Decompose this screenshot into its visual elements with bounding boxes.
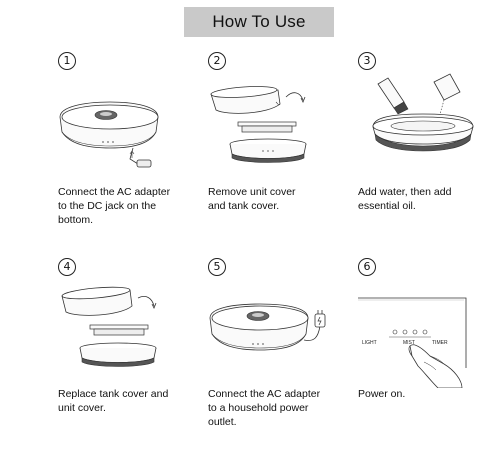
arrow-icon bbox=[285, 92, 306, 103]
timer-label: TIMER bbox=[432, 340, 448, 346]
step-1: 1 Connect the AC adapter to the DC jack … bbox=[58, 52, 218, 252]
wall-plug-icon bbox=[314, 310, 326, 328]
diffuser-plugged-icon bbox=[209, 303, 326, 351]
step-number: 3 bbox=[358, 52, 376, 70]
page-title-banner: How To Use bbox=[184, 7, 334, 37]
step-4: 4 Replace tank cover and unit cover. bbox=[58, 258, 218, 458]
arrow-icon bbox=[137, 296, 157, 309]
diffuser-disassembly-icon bbox=[210, 86, 307, 163]
step-description: Connect the AC adapter to the DC jack on… bbox=[58, 186, 171, 226]
page-title: How To Use bbox=[212, 12, 306, 31]
step-description: Power on. bbox=[358, 388, 406, 400]
step-3: 3 Add water, then add essential oil. bbox=[358, 52, 500, 252]
step-description: Connect the AC adapter to a household po… bbox=[208, 388, 321, 428]
oil-bottle-icon bbox=[377, 77, 409, 115]
step-number: 2 bbox=[208, 52, 226, 70]
step-number: 4 bbox=[58, 258, 76, 276]
step-5: 5 Connect the AC adapter to a household … bbox=[208, 258, 368, 458]
dc-plug-icon bbox=[129, 147, 152, 168]
step-6: 6 LIGHT MIST TIMER Power on. bbox=[358, 258, 500, 458]
control-panel-icon: LIGHT MIST TIMER bbox=[358, 297, 467, 388]
mist-label: MIST bbox=[403, 340, 415, 346]
diffuser-assembly-icon bbox=[61, 286, 157, 367]
diffuser-icon bbox=[59, 101, 159, 168]
finger-press-icon bbox=[408, 344, 463, 388]
step-number: 5 bbox=[208, 258, 226, 276]
step-description: Remove unit cover and tank cover. bbox=[208, 186, 296, 212]
step-2: 2 Remove unit cover and tank cover. bbox=[208, 52, 368, 252]
step-number: 6 bbox=[358, 258, 376, 276]
step-description: Add water, then add essential oil. bbox=[358, 186, 452, 212]
fill-water-icon bbox=[372, 73, 474, 152]
light-label: LIGHT bbox=[362, 340, 377, 346]
step-number: 1 bbox=[58, 52, 76, 70]
step-description: Replace tank cover and unit cover. bbox=[58, 388, 169, 414]
